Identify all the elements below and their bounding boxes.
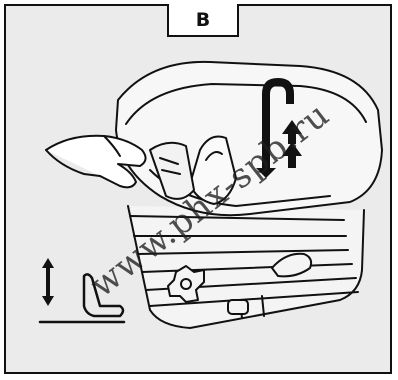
panel-label: B xyxy=(167,4,239,37)
hand-illustration xyxy=(46,136,146,188)
